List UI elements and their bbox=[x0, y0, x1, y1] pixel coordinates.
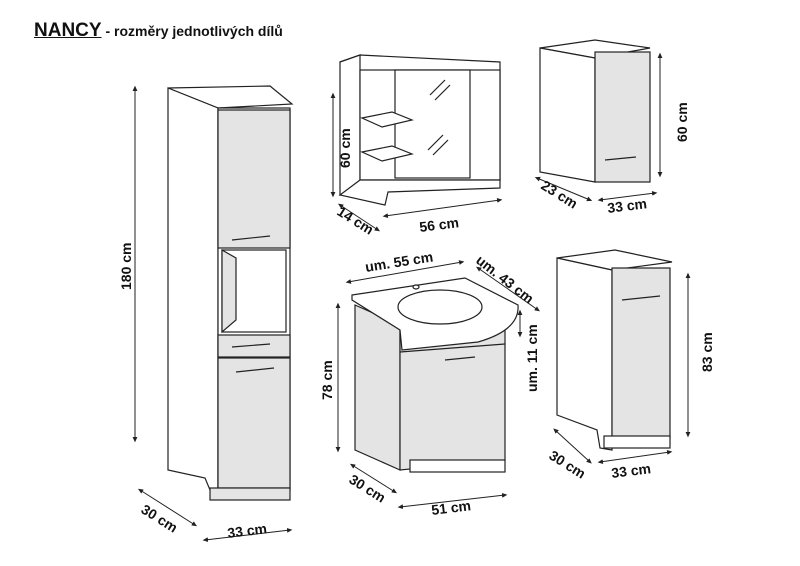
wall-cabinet-depth-label: 23 cm bbox=[538, 177, 580, 212]
sink-cabinet-width-label: 51 cm bbox=[430, 497, 471, 518]
tall-cabinet-depth-label: 30 cm bbox=[138, 501, 180, 536]
base-cabinet-depth-label: 30 cm bbox=[546, 447, 588, 482]
tall-cabinet-height-label: 180 cm bbox=[118, 243, 134, 290]
tall-cabinet-width-label: 33 cm bbox=[226, 520, 267, 541]
title-subtitle: - rozměry jednotlivých dílů bbox=[105, 23, 283, 39]
diagram-title: NANCY - rozměry jednotlivých dílů bbox=[34, 20, 283, 42]
base-cabinet-height-label: 83 cm bbox=[699, 332, 715, 372]
sink-cabinet-depth-label: 30 cm bbox=[346, 471, 388, 506]
mirror-height-label: 60 cm bbox=[337, 128, 353, 168]
sink-cabinet bbox=[335, 260, 540, 510]
base-cabinet-width-label: 33 cm bbox=[610, 460, 651, 481]
sink-top-width-label: um. 55 cm bbox=[364, 248, 434, 275]
tall-cabinet bbox=[132, 85, 294, 543]
wall-cabinet-width-label: 33 cm bbox=[606, 195, 647, 216]
sink-top-thickness-label: um. 11 cm bbox=[524, 324, 540, 392]
base-cabinet bbox=[553, 249, 691, 464]
mirror-unit bbox=[330, 54, 503, 232]
wall-cabinet-height-label: 60 cm bbox=[674, 102, 690, 142]
wall-cabinet bbox=[534, 39, 663, 203]
product-name: NANCY bbox=[34, 20, 102, 41]
mirror-width-label: 56 cm bbox=[418, 214, 459, 235]
sink-cabinet-height-label: 78 cm bbox=[319, 360, 335, 400]
mirror-depth-label: 14 cm bbox=[334, 203, 376, 238]
